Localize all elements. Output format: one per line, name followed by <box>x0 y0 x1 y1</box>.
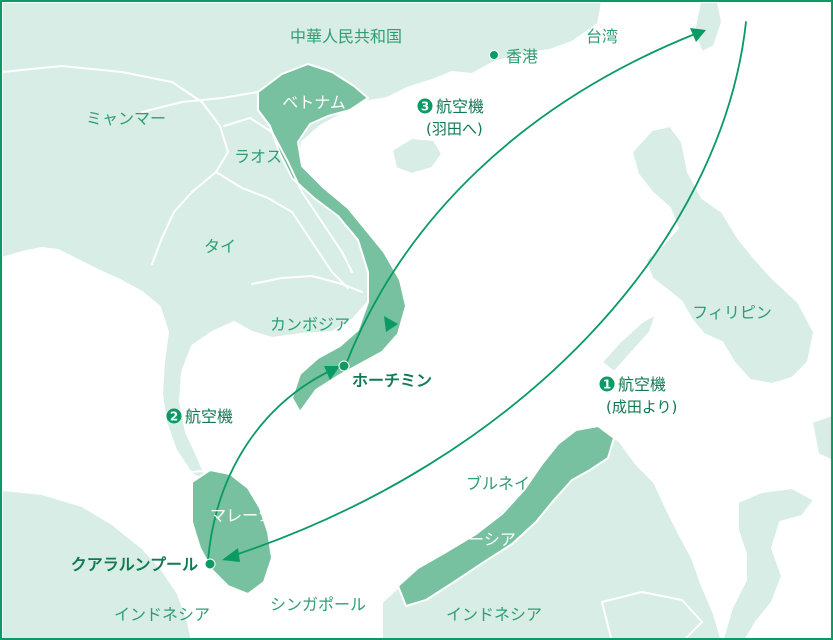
taiwan-island <box>693 2 723 53</box>
leg-1-label: 1 航空機 (成田より) <box>599 375 677 416</box>
city-label-layer: 香港 ホーチミン クアラルンプール シンガポール <box>71 47 538 614</box>
kuala-lumpur-dot <box>204 558 216 570</box>
label-thailand: タイ <box>204 237 236 256</box>
label-hong-kong: 香港 <box>506 47 538 66</box>
leg-2-badge <box>166 408 182 424</box>
sulawesi-island <box>722 487 815 638</box>
palawan-island <box>601 313 657 373</box>
border-laos <box>223 117 353 273</box>
leg-1-note: (成田より) <box>606 398 677 416</box>
route-leg-2-arrow <box>324 366 340 380</box>
coast-arrow <box>384 316 398 332</box>
leg-2-label: 2 航空機 <box>166 407 233 426</box>
leg-3-badge <box>417 98 433 114</box>
route-leg-3 <box>345 31 701 365</box>
leg-1-badge <box>599 376 615 392</box>
route-leg-1 <box>225 21 747 559</box>
label-ho-chi-minh: ホーチミン <box>352 371 432 390</box>
leg-3-note: (羽田へ) <box>426 120 483 138</box>
east-malaysia-shape <box>397 425 615 607</box>
label-myanmar: ミャンマー <box>86 109 166 128</box>
label-cambodia: カンボジア <box>270 315 350 334</box>
route-leg-2 <box>207 367 337 561</box>
sumatra-island <box>2 489 193 638</box>
ho-chi-minh-dot <box>338 360 350 372</box>
route-leg-1-arrow <box>222 548 240 562</box>
label-taiwan: 台湾 <box>586 27 618 46</box>
border-malaysia-thailand <box>171 461 213 473</box>
label-indonesia-borneo: インドネシア <box>446 605 542 624</box>
vietnam-shape <box>257 63 407 413</box>
label-philippines: フィリピン <box>692 303 772 322</box>
label-malaysia-borneo: マレーシア <box>436 530 516 549</box>
leg-3-number: 3 <box>421 100 429 114</box>
route-layer <box>207 21 747 562</box>
border-layer <box>2 65 363 473</box>
leg-3-mode: 航空機 <box>436 97 484 116</box>
leg-1-number: 1 <box>603 378 611 392</box>
hainan-island <box>391 137 443 175</box>
leg-1-mode: 航空機 <box>618 375 666 394</box>
label-laos: ラオス <box>234 147 282 166</box>
hong-kong-dot <box>489 50 499 60</box>
label-malaysia-peninsula: マレーシア <box>210 506 290 525</box>
leg-2-number: 2 <box>170 410 178 424</box>
eastern-islands <box>601 414 831 638</box>
label-singapore: シンガポール <box>270 595 366 614</box>
route-leg-3-arrow <box>690 28 706 42</box>
mainland-asia <box>2 2 603 483</box>
border-myanmar <box>2 65 229 265</box>
leg-3-label: 3 航空機 (羽田へ) <box>417 97 484 138</box>
country-label-layer: 中華人民共和国 台湾 ミャンマー ベトナム ラオス タイ カンボジア フィリピン… <box>86 27 772 624</box>
philippines-islands <box>631 125 815 385</box>
label-brunei: ブルネイ <box>466 474 530 493</box>
peninsular-malaysia-shape <box>191 469 273 595</box>
city-layer <box>204 50 499 570</box>
border-china-south <box>141 91 259 113</box>
label-china: 中華人民共和国 <box>290 27 402 46</box>
label-vietnam: ベトナム <box>282 93 346 112</box>
leg-2-mode: 航空機 <box>185 407 233 426</box>
border-cambodia <box>251 275 363 293</box>
label-kuala-lumpur: クアラルンプール <box>71 555 198 574</box>
label-indonesia-west: インドネシア <box>114 605 210 624</box>
border-thailand <box>215 171 349 289</box>
borneo-island <box>381 425 722 638</box>
